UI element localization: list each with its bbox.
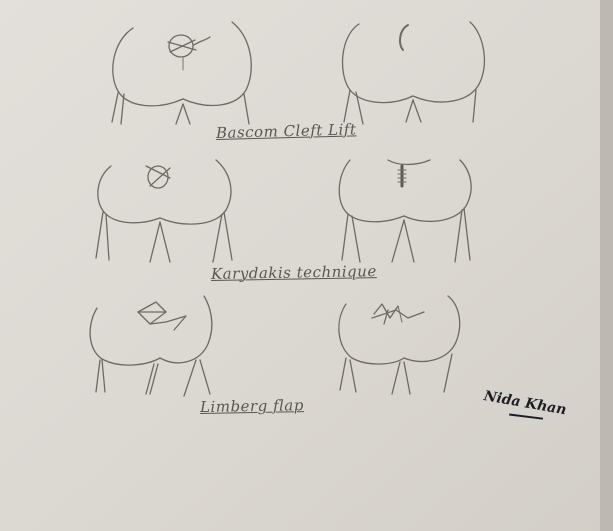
caption-bascom-cleft-lift: Bascom Cleft Lift bbox=[216, 120, 357, 142]
paper-edge-shadow bbox=[600, 0, 613, 531]
caption-karydakis-technique: Karydakis technique bbox=[211, 262, 377, 283]
caption-limberg-flap: Limberg flap bbox=[200, 396, 304, 416]
